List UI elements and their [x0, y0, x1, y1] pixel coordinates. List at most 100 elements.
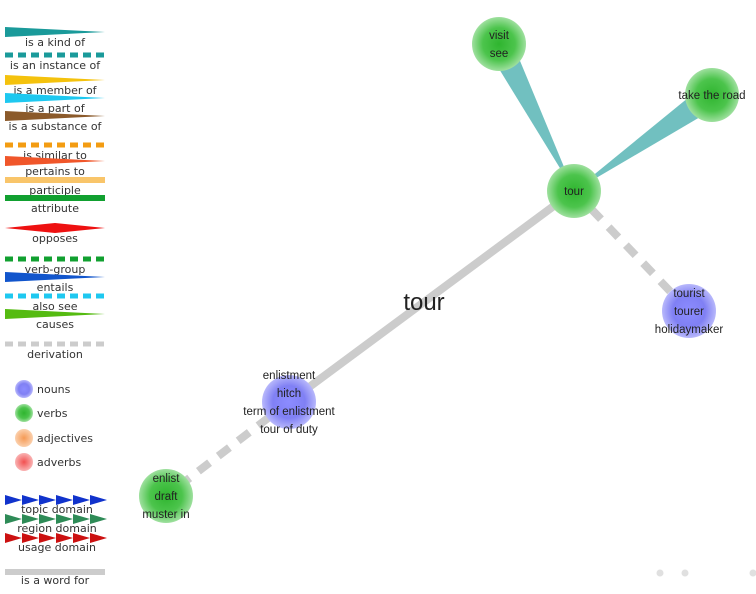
legend-swatch [5, 223, 105, 233]
legend-item-verb-group[interactable]: verb-group [5, 256, 105, 276]
legend-label: is a word for [21, 574, 90, 587]
legend-domain-region[interactable]: region domain [5, 514, 107, 535]
node-bubble [685, 68, 739, 122]
legend-label: verb-group [25, 263, 86, 276]
legend-label: topic domain [21, 503, 93, 516]
legend-label: nouns [37, 383, 71, 396]
legend-item-substance-of[interactable]: is a substance of [5, 111, 105, 133]
legend-label: is a kind of [25, 36, 86, 49]
adv-swatch [15, 453, 33, 471]
node-word: take the road [678, 90, 745, 102]
noun-swatch [15, 380, 33, 398]
legend-swatch [39, 495, 56, 505]
legend-item-word-for[interactable]: is a word for [5, 569, 105, 587]
legend-domain-topic[interactable]: topic domain [5, 495, 107, 516]
legend-item-attribute[interactable]: attribute [5, 195, 105, 215]
node-bubble [472, 17, 526, 71]
legend-swatch [56, 533, 73, 543]
node-bubble [547, 164, 601, 218]
legend-item-causes[interactable]: causes [5, 309, 105, 331]
legend-pos-verb[interactable]: verbs [15, 404, 68, 422]
legend-label: region domain [17, 522, 97, 535]
legend-label: is an instance of [10, 59, 101, 72]
legend-swatch [5, 272, 105, 282]
legend-swatch [90, 495, 107, 505]
legend-item-participle[interactable]: participle [5, 177, 105, 197]
legend-swatch [90, 514, 107, 524]
node-word: see [490, 48, 509, 60]
legend-item-derivation[interactable]: derivation [5, 341, 105, 361]
legend-label: attribute [31, 202, 79, 215]
legend-label: pertains to [25, 165, 85, 178]
legend-swatch [39, 533, 56, 543]
legend-label: causes [36, 318, 74, 331]
edge-tour-hitch [286, 187, 577, 406]
pager-dot[interactable] [681, 569, 689, 577]
legend-label: usage domain [18, 541, 96, 554]
legend-swatch [22, 495, 39, 505]
node-word: holidaymaker [655, 324, 724, 336]
legend-item-part-of[interactable]: is a part of [5, 93, 105, 115]
node-bubble [262, 375, 316, 429]
legend-item-entails[interactable]: entails [5, 272, 105, 294]
legend-swatch [73, 495, 90, 505]
legend-swatch [73, 533, 90, 543]
legend-label: opposes [32, 232, 78, 245]
legend-swatch [5, 533, 22, 543]
node-word: enlistment [263, 370, 316, 382]
legend-item-opposes[interactable]: opposes [5, 223, 105, 245]
node-word: visit [489, 30, 510, 42]
legend-label: is a member of [13, 84, 97, 97]
node-word: tour of duty [260, 424, 318, 436]
node-enlist-v[interactable]: enlist draft muster in [139, 469, 193, 523]
legend-item-member-of[interactable]: is a member of [5, 75, 105, 97]
node-word: muster in [142, 509, 189, 521]
legend-swatch [5, 27, 105, 37]
node-word: tourer [674, 306, 704, 318]
legend-swatch [5, 93, 105, 103]
edge-tour-tourist [571, 188, 692, 314]
pager-dot[interactable] [749, 569, 756, 577]
legend-item-kind-of[interactable]: is a kind of [5, 27, 105, 49]
legend-item-also-see[interactable]: also see [5, 293, 105, 313]
legend-swatch [5, 309, 105, 319]
legend-label: adverbs [37, 456, 82, 469]
legend-label: derivation [27, 348, 83, 361]
node-hitch-n[interactable]: enlistment hitch term of enlistment tour of… [243, 370, 335, 436]
edge-tour-road [574, 84, 720, 191]
edge-tour-visit [487, 38, 574, 191]
legend-swatch [22, 514, 39, 524]
node-road-v[interactable]: take the road [678, 68, 746, 122]
legend-domain-usage[interactable]: usage domain [5, 533, 107, 554]
legend-swatch [5, 75, 105, 85]
legend-swatch [5, 495, 22, 505]
legend-swatch [90, 533, 107, 543]
node-word: term of enlistment [243, 406, 335, 418]
legend-swatch [5, 156, 105, 166]
node-tour-v[interactable]: tour [547, 164, 601, 218]
legend-label: also see [32, 300, 77, 313]
legend-swatch [5, 111, 105, 121]
legend-pos-adv[interactable]: adverbs [15, 453, 82, 471]
legend-item-pertains-to[interactable]: pertains to [5, 156, 105, 178]
legend-item-instance-of[interactable]: is an instance of [5, 52, 105, 72]
pager-dot[interactable] [656, 569, 664, 577]
legend-pos-adj[interactable]: adjectives [15, 429, 93, 447]
node-bubble [139, 469, 193, 523]
node-word: hitch [277, 388, 301, 400]
legend-label: entails [37, 281, 74, 294]
node-visit-v[interactable]: visit see [472, 17, 526, 71]
legend-pos-noun[interactable]: nouns [15, 380, 71, 398]
legend-label: participle [29, 184, 81, 197]
node-word: enlist [153, 473, 181, 485]
legend-label: is a part of [25, 102, 85, 115]
legend-swatch [56, 495, 73, 505]
node-word: draft [154, 491, 178, 503]
graph-title: tour [403, 289, 444, 316]
graph-edges [163, 38, 720, 500]
node-bubble [662, 284, 716, 338]
legend-label: verbs [37, 407, 68, 420]
